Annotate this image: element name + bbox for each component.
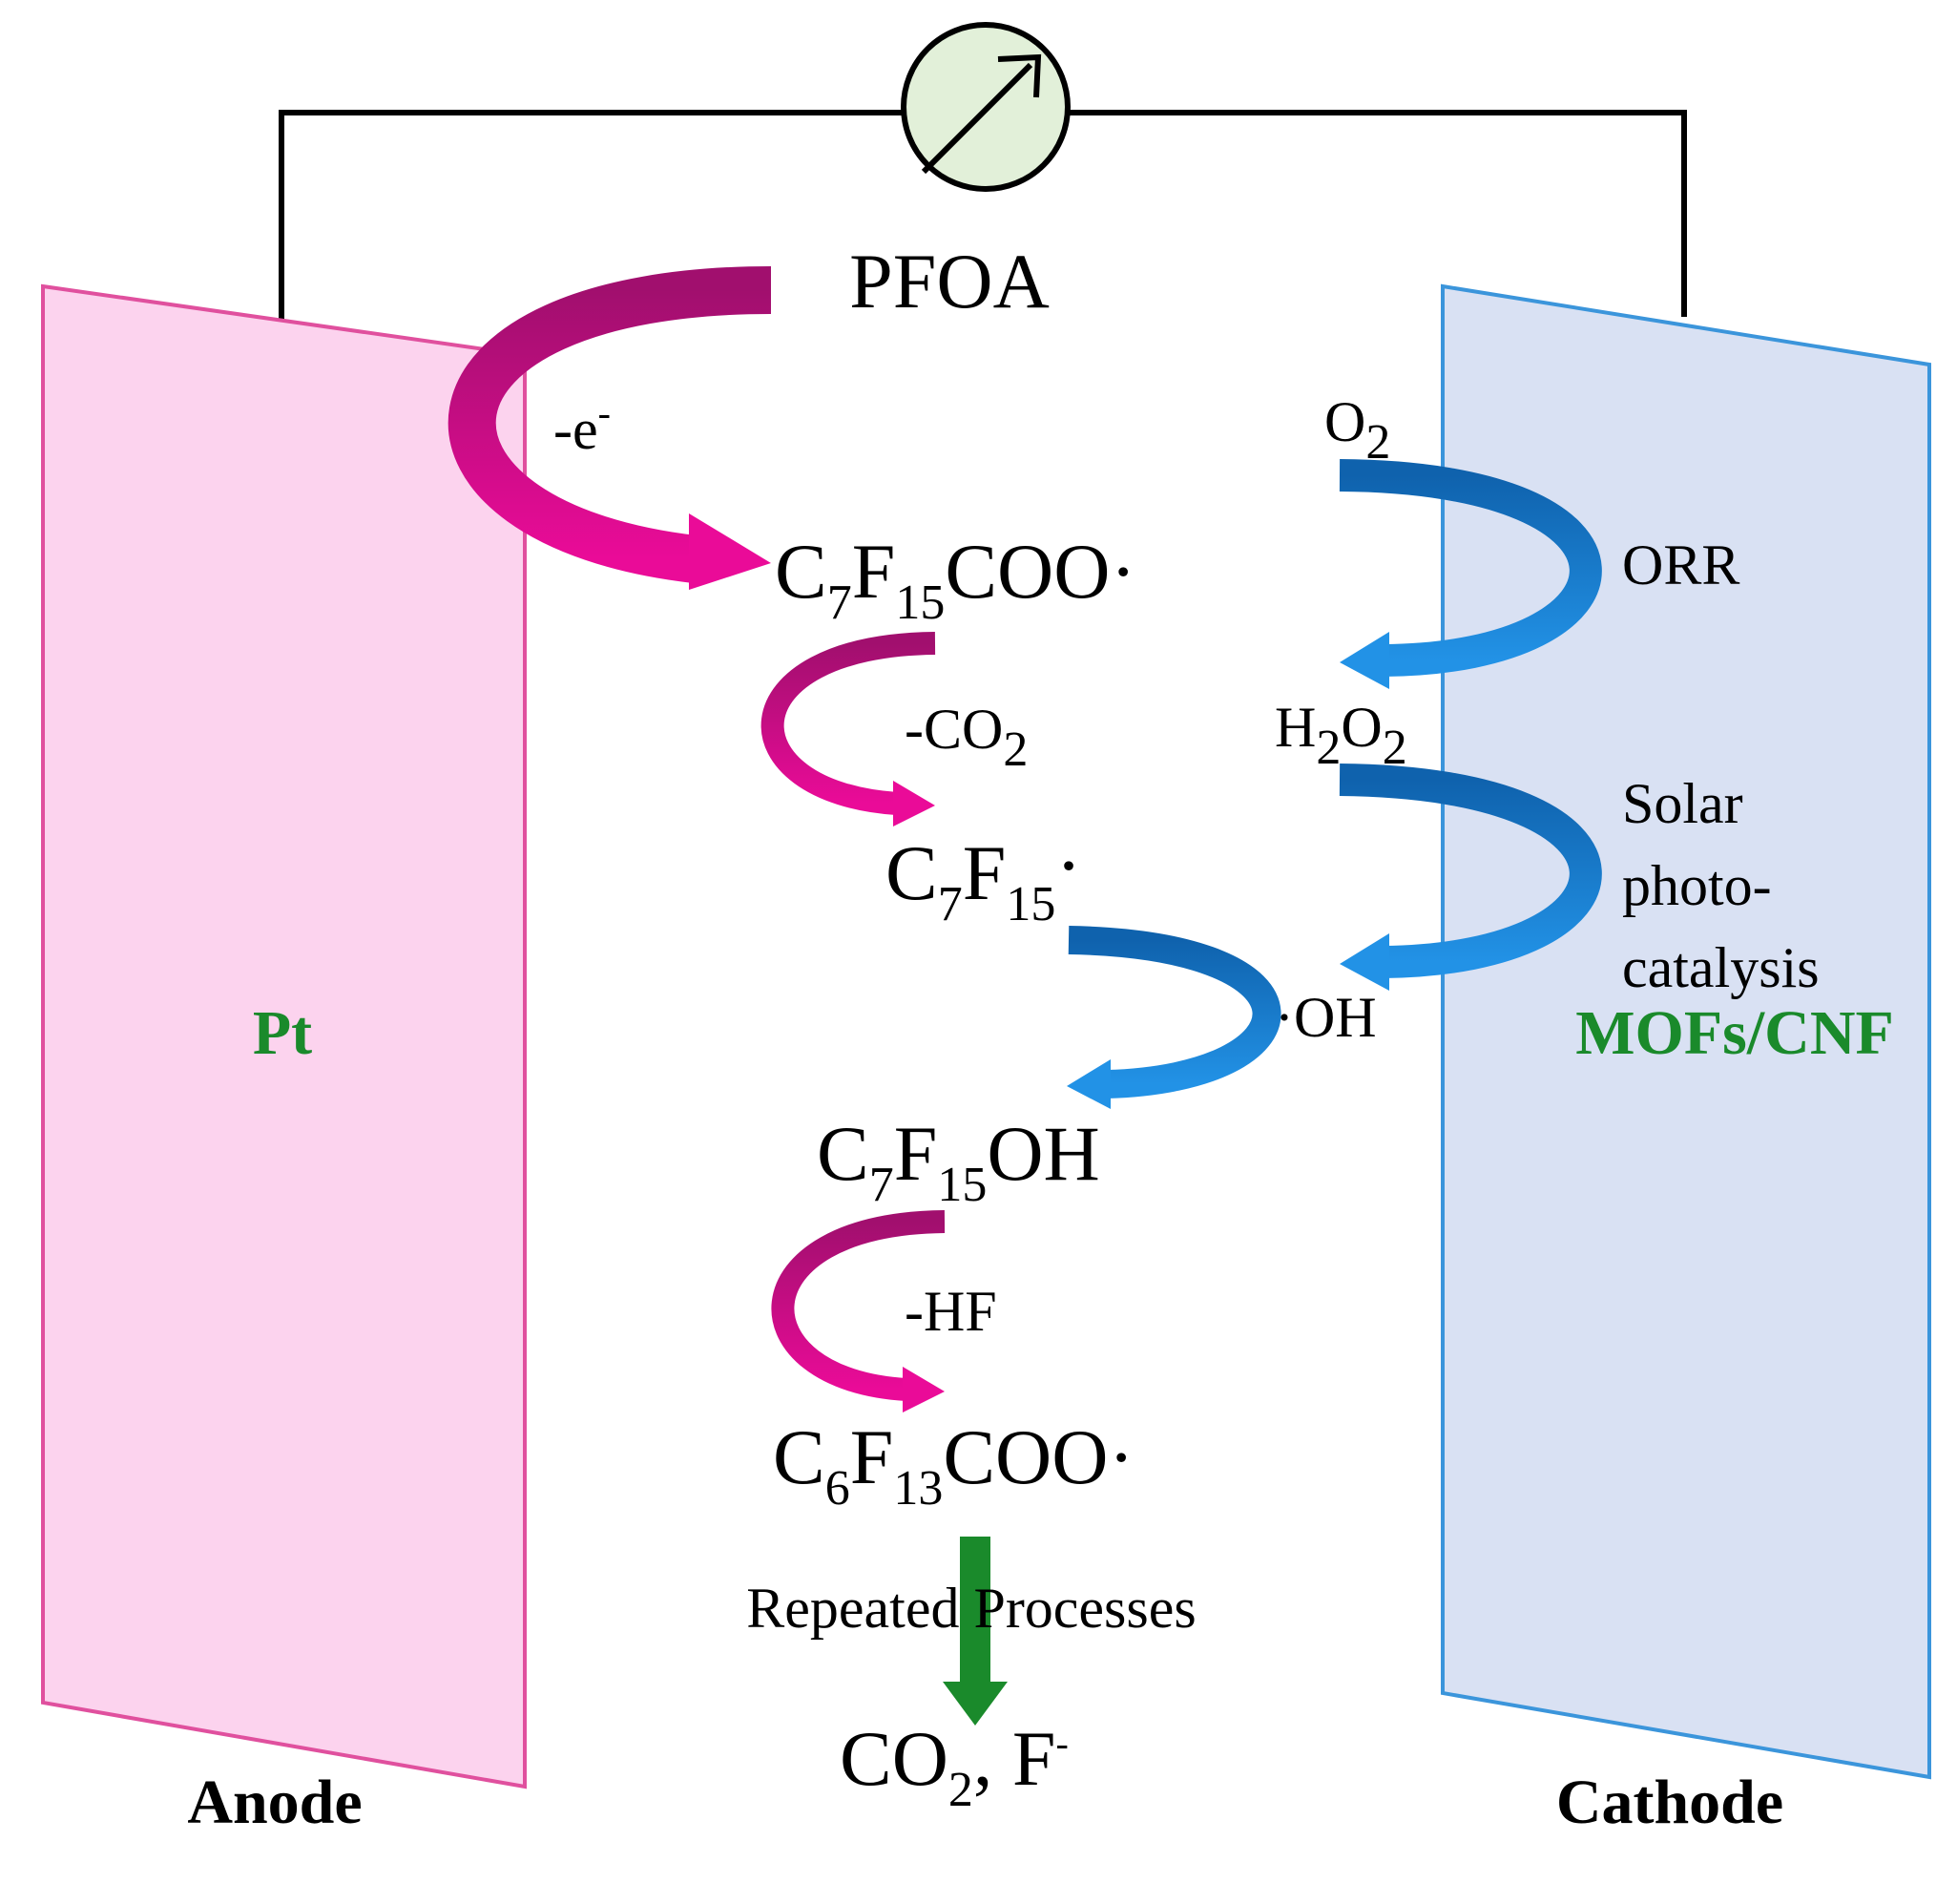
electron-loss-label: -e- xyxy=(553,391,611,461)
circuit-wire xyxy=(279,110,1687,320)
anode-label: Anode xyxy=(187,1768,362,1837)
arrow-pfoa-to-radical xyxy=(448,266,772,590)
radical-c7f15coo: C7F15COO· xyxy=(775,528,1136,630)
arrow-solar-photocatalysis xyxy=(1339,764,1602,991)
hf-loss-label: -HF xyxy=(905,1280,997,1343)
anode-electrode xyxy=(41,283,527,1789)
solar-photocatalysis-label: Solar photo- catalysis xyxy=(1622,772,1820,999)
cathode-electrode xyxy=(1441,283,1931,1780)
oxygen-label: O2 xyxy=(1324,390,1390,470)
hydroxyl-label: ·OH xyxy=(1275,986,1377,1049)
decarboxylation-label: -CO2 xyxy=(905,698,1028,777)
arrow-orr xyxy=(1339,459,1602,689)
alcohol-c7f15oh: C7F15OH xyxy=(817,1110,1100,1212)
final-products: CO2, F- xyxy=(840,1715,1069,1817)
arrow-hf-loss xyxy=(771,1210,946,1412)
arrow-repeated-processes xyxy=(943,1537,1008,1726)
arrow-decarboxylation xyxy=(760,632,936,826)
cathode-material-label: MOFs/CNF xyxy=(1575,998,1894,1068)
arrow-hydroxyl-attack xyxy=(1067,926,1281,1109)
repeated-processes-label: Repeated Processes xyxy=(746,1577,1197,1640)
cathode-label: Cathode xyxy=(1556,1768,1783,1837)
radical-c7f15: C7F15· xyxy=(885,822,1082,931)
peroxide-label: H2O2 xyxy=(1275,696,1407,775)
anode-material-label: Pt xyxy=(253,998,312,1068)
pfoa-label: PFOA xyxy=(849,238,1050,324)
orr-label: ORR xyxy=(1622,534,1739,596)
radical-c6f13coo: C6F13COO· xyxy=(773,1413,1135,1516)
ammeter-icon xyxy=(901,22,1071,192)
